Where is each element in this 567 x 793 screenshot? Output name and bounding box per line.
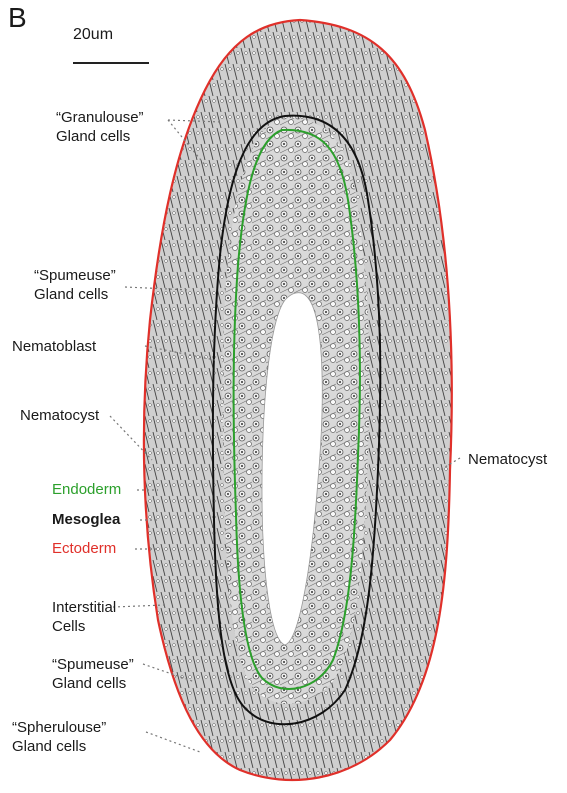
label-spumeuse-top: “Spumeuse” Gland cells [34, 266, 116, 304]
label-spumeuse-top-line2: Gland cells [34, 285, 116, 304]
label-spherulouse-line1: “Spherulouse” [12, 718, 106, 737]
label-spumeuse-bottom-line1: “Spumeuse” [52, 655, 134, 674]
label-interstitial-line1: Interstitial [52, 598, 116, 617]
label-nematocyst-left: Nematocyst [20, 406, 99, 425]
label-nematoblast: Nematoblast [12, 337, 96, 356]
label-granulouse-line2: Gland cells [56, 127, 144, 146]
label-endoderm: Endoderm [52, 480, 121, 499]
label-spherulouse-line2: Gland cells [12, 737, 106, 756]
label-ectoderm: Ectoderm [52, 539, 116, 558]
scale-bar-label: 20um [73, 25, 113, 44]
label-spumeuse-bottom-line2: Gland cells [52, 674, 134, 693]
label-spumeuse-bottom: “Spumeuse” Gland cells [52, 655, 134, 693]
label-spherulouse: “Spherulouse” Gland cells [12, 718, 106, 756]
label-granulouse: “Granulouse” Gland cells [56, 108, 144, 146]
scale-bar [73, 62, 149, 64]
label-interstitial-line2: Cells [52, 617, 116, 636]
label-interstitial: Interstitial Cells [52, 598, 116, 636]
label-spumeuse-top-line1: “Spumeuse” [34, 266, 116, 285]
label-nematocyst-right: Nematocyst [468, 450, 547, 469]
label-mesoglea: Mesoglea [52, 510, 120, 529]
panel-label: B [8, 2, 27, 34]
label-granulouse-line1: “Granulouse” [56, 108, 144, 127]
